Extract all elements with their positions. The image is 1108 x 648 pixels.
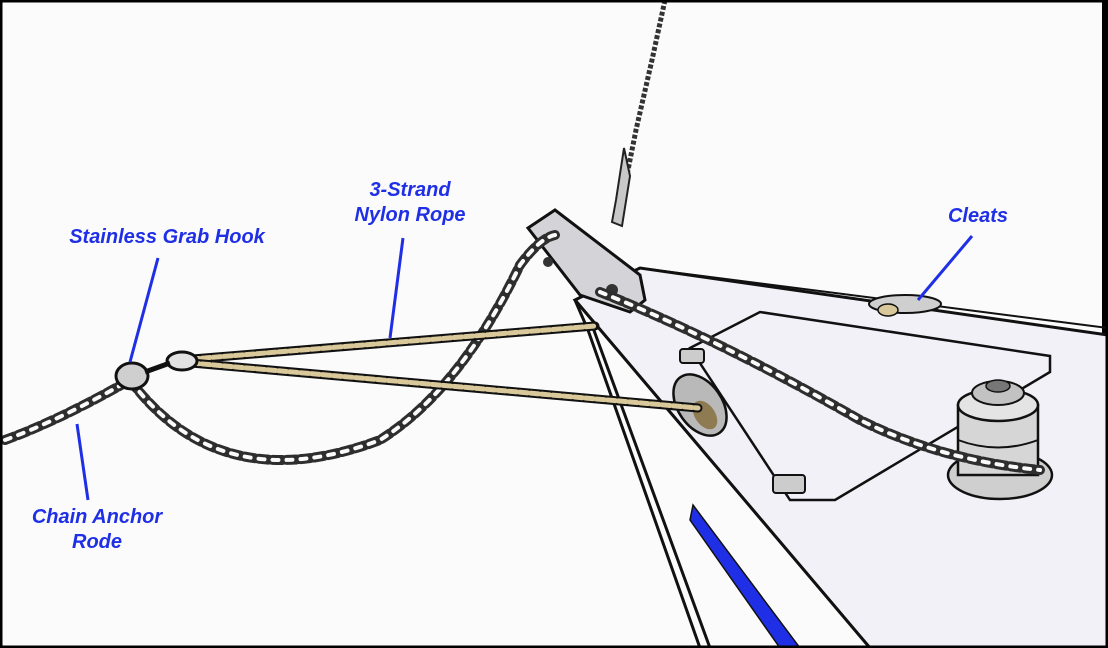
deck-fitting <box>679 348 705 364</box>
hull-line <box>590 324 712 648</box>
cleat-illustration <box>868 294 942 317</box>
anchor-locker-hatch <box>688 310 1052 502</box>
leader-rope <box>388 237 405 339</box>
cleats-callout: Cleats <box>935 204 1021 229</box>
cleats-callout-text: Cleats <box>947 205 1009 227</box>
grab-hook <box>114 350 199 391</box>
deck-fitting <box>772 474 806 494</box>
forestay-wire <box>619 0 668 201</box>
chain-callout-line1: Chain Anchor <box>31 506 163 528</box>
hull-side <box>573 299 872 648</box>
rope-callout-line1: 3-Strand <box>369 179 451 201</box>
chain-callout: Chain Anchor Rode <box>18 505 176 555</box>
leader-cleats <box>916 235 974 301</box>
toe-rail <box>639 267 1108 329</box>
hook-callout: Stainless Grab Hook <box>52 225 282 250</box>
rope-callout-line2: Nylon Rope <box>354 204 466 226</box>
chain-callout-line2: Rode <box>72 531 122 553</box>
leader-chain <box>75 423 90 501</box>
hull-stripe <box>689 503 801 648</box>
callout-leaders <box>75 235 974 501</box>
rope-callout: 3-Strand Nylon Rope <box>335 178 485 228</box>
forestay-turnbuckle <box>610 147 632 228</box>
hook-callout-text: Stainless Grab Hook <box>69 226 265 248</box>
leader-hook <box>128 257 160 363</box>
